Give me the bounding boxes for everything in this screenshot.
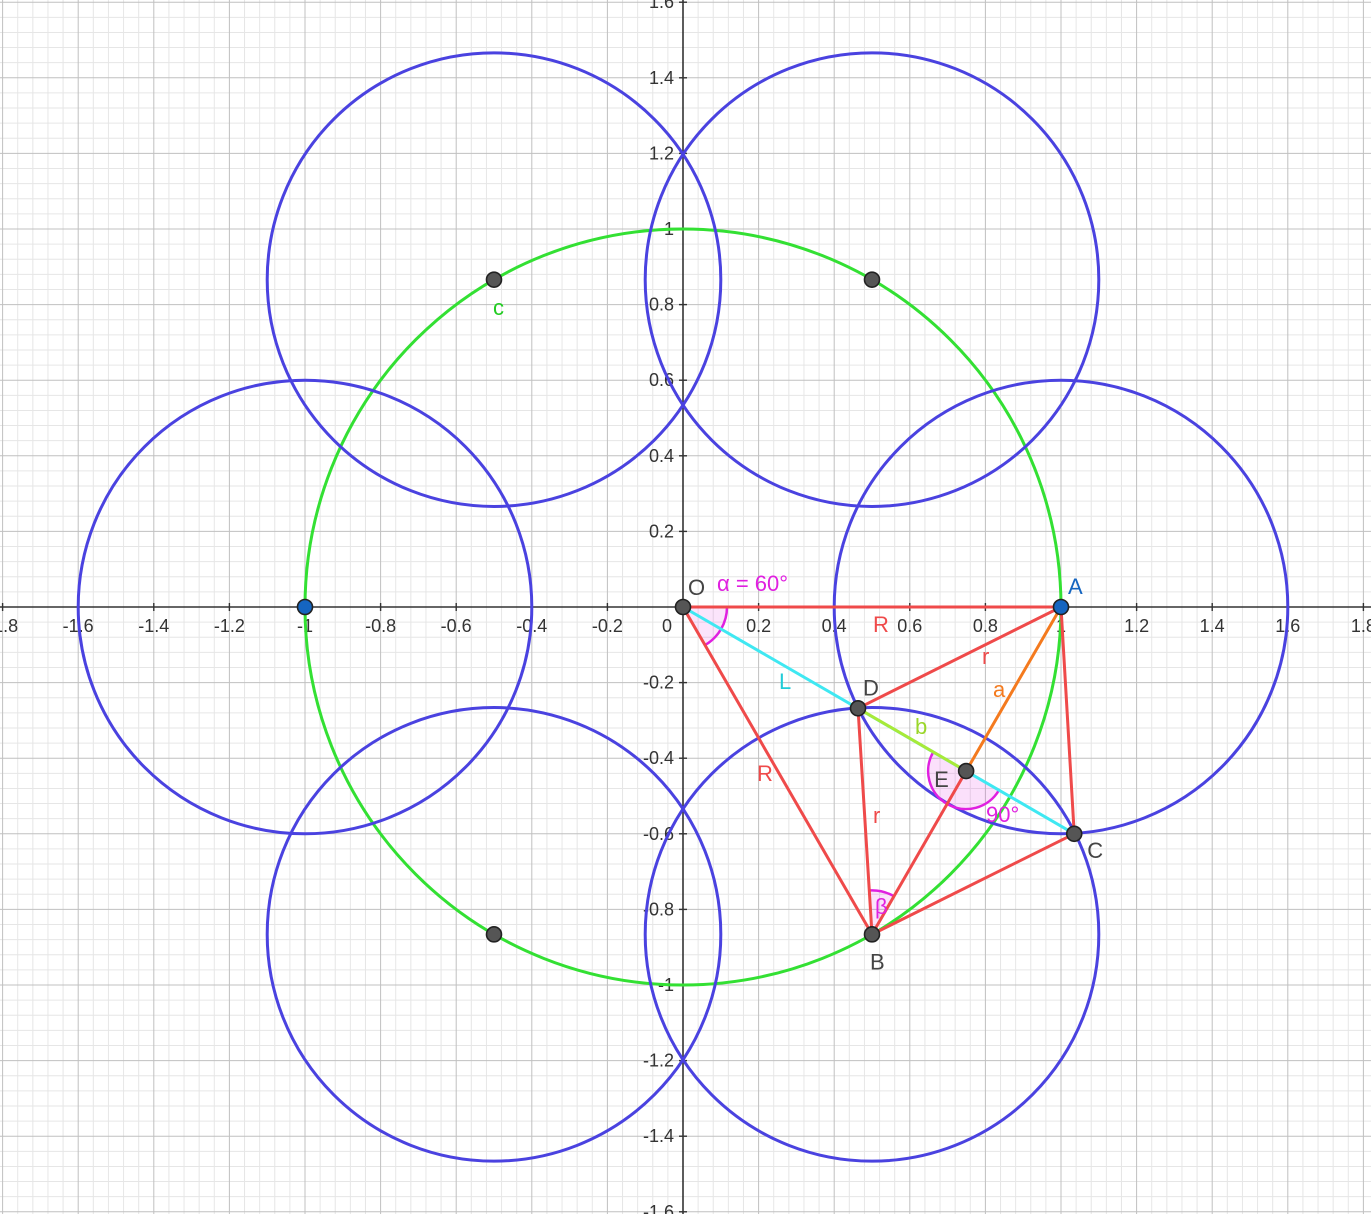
x-tick-label: -0.6 xyxy=(441,616,472,636)
y-tick-label: -0.2 xyxy=(643,673,674,693)
x-tick-label: -0.8 xyxy=(365,616,396,636)
point-top-left xyxy=(485,271,503,288)
label-r-upper: r xyxy=(982,644,989,669)
right-angle-fill xyxy=(928,751,999,810)
x-tick-label: 0.8 xyxy=(973,616,998,636)
point-C xyxy=(1065,825,1083,843)
label-r-lower: r xyxy=(873,803,880,828)
label-O: O xyxy=(688,575,705,600)
x-tick-label: 1.2 xyxy=(1124,616,1149,636)
label-B: B xyxy=(870,949,885,974)
x-tick-label: 0.2 xyxy=(746,616,771,636)
x-tick-label: -1.2 xyxy=(214,616,245,636)
segment-a xyxy=(964,605,1063,773)
segment-r-DB xyxy=(856,706,874,936)
x-tick-label: 0.6 xyxy=(897,616,922,636)
label-beta: β xyxy=(875,894,888,919)
construction xyxy=(76,51,1290,1163)
label-E: E xyxy=(934,767,949,792)
label-C: C xyxy=(1087,838,1103,863)
segment-r-AD xyxy=(856,605,1063,710)
label-right-angle: 90° xyxy=(986,802,1019,827)
y-tick-label: -1.2 xyxy=(643,1051,674,1071)
y-tick-label: 1.6 xyxy=(649,0,674,12)
label-R-left: R xyxy=(757,761,773,786)
label-A: A xyxy=(1068,574,1083,599)
point-A xyxy=(1052,598,1070,616)
segment-BE xyxy=(870,769,968,936)
point-E xyxy=(957,762,975,780)
label-L: L xyxy=(779,669,791,694)
blue-circle xyxy=(76,378,534,836)
blue-circle xyxy=(265,706,723,1163)
point-D xyxy=(849,700,867,717)
blue-circle xyxy=(643,51,1101,508)
label-c: c xyxy=(493,295,504,320)
blue-circle xyxy=(265,51,723,508)
point-B xyxy=(863,926,881,943)
y-tick-label: 1.4 xyxy=(649,68,674,88)
x-tick-label: -0.2 xyxy=(592,616,623,636)
y-tick-label: 0.4 xyxy=(649,446,674,466)
y-tick-label: 0.2 xyxy=(649,521,674,541)
beta-angle-fill xyxy=(869,890,894,935)
point-neg-one xyxy=(296,598,314,616)
origin-label: 0 xyxy=(662,616,672,636)
x-tick-label: -1.4 xyxy=(138,616,169,636)
label-a: a xyxy=(993,677,1006,702)
segment-b xyxy=(856,706,968,773)
label-b: b xyxy=(915,714,927,739)
y-tick-label: -0.8 xyxy=(643,899,674,919)
segment-AC xyxy=(1059,605,1076,836)
point-bottom-left xyxy=(485,926,503,943)
y-tick-label: -0.4 xyxy=(643,748,674,768)
label-alpha: α = 60° xyxy=(717,571,788,596)
x-tick-label: 1.4 xyxy=(1200,616,1225,636)
y-tick-label: -1.4 xyxy=(643,1126,674,1146)
label-D: D xyxy=(863,675,879,700)
segment-CB xyxy=(870,832,1076,936)
alpha-angle-fill xyxy=(683,607,727,646)
y-tick-label: 0.8 xyxy=(649,295,674,315)
x-tick-label: 1.8 xyxy=(1351,616,1371,636)
points xyxy=(296,271,1083,943)
point-top-right xyxy=(863,271,881,288)
blue-circle xyxy=(643,706,1101,1163)
segment-R-OB xyxy=(681,605,874,936)
y-tick-label: -1.6 xyxy=(643,1202,674,1214)
label-R-top: R xyxy=(873,612,889,637)
point-O xyxy=(674,598,692,616)
x-tick-label: -1.8 xyxy=(0,616,18,636)
y-tick-label: 1.2 xyxy=(649,143,674,163)
